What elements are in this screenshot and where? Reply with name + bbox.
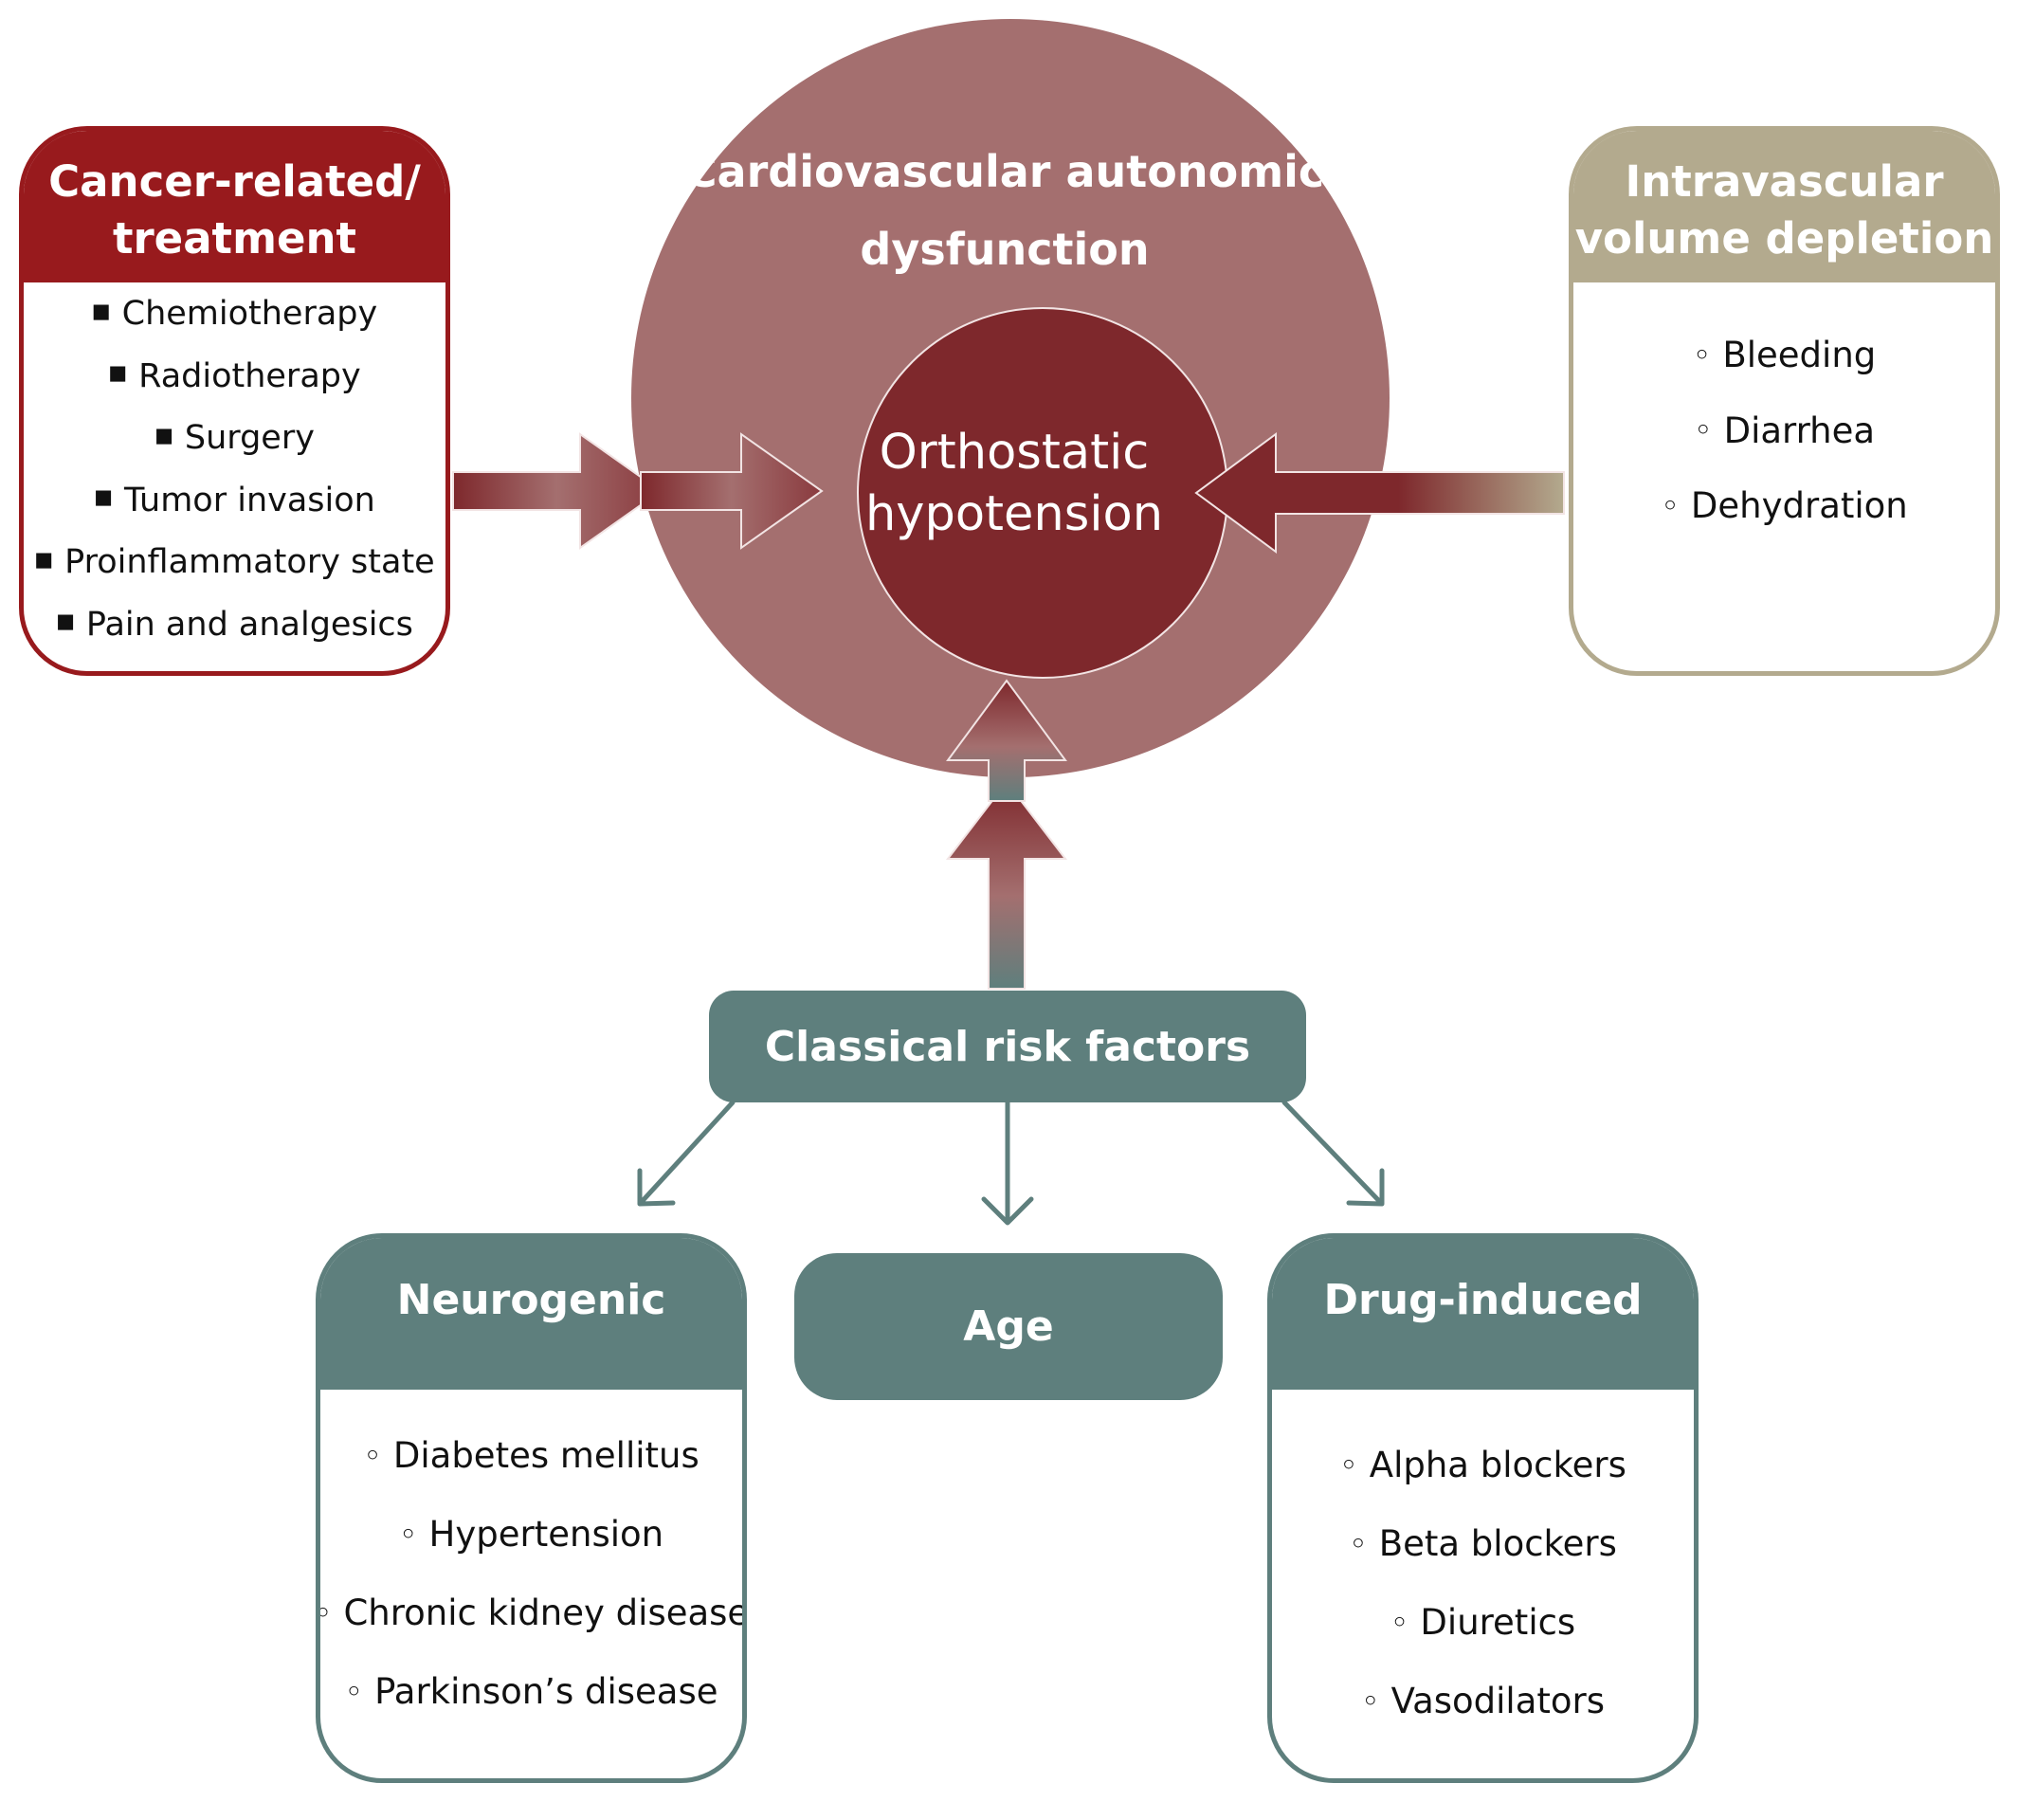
- cancer-related-list: Chemiotherapy Radiotherapy Surgery Tumor…: [24, 282, 445, 666]
- drug-induced-box: Drug-induced Alpha blockers Beta blocker…: [1267, 1233, 1699, 1783]
- branch-arrows: [637, 1100, 1385, 1226]
- cancer-related-box: Cancer-related/ treatment Chemiotherapy …: [19, 126, 450, 676]
- neurogenic-box: Neurogenic Diabetes mellitus Hypertensio…: [316, 1233, 747, 1783]
- list-item: Vasodilators: [1361, 1663, 1605, 1741]
- age-box: Age: [794, 1253, 1223, 1400]
- cancer-related-title: Cancer-related/ treatment: [24, 131, 445, 282]
- list-item: Bleeding: [1693, 318, 1876, 394]
- list-item: Pain and analgesics: [56, 594, 413, 657]
- up-arrow: [945, 679, 1068, 990]
- list-item: Diabetes mellitus: [363, 1417, 700, 1496]
- intravascular-title: Intravascular volume depletion: [1573, 131, 1995, 282]
- list-item: Beta blockers: [1349, 1505, 1617, 1584]
- list-item: Proinflammatory state: [34, 532, 435, 594]
- list-item: Chemiotherapy: [92, 283, 378, 346]
- list-item: Diarrhea: [1694, 394, 1875, 470]
- neurogenic-title: Neurogenic: [320, 1238, 742, 1390]
- list-item: Diuretics: [1390, 1584, 1575, 1663]
- neurogenic-list: Diabetes mellitus Hypertension Chronic k…: [320, 1390, 742, 1778]
- intravascular-list: Bleeding Diarrhea Dehydration: [1573, 282, 1995, 666]
- classical-risk-factors: Classical risk factors: [709, 991, 1306, 1102]
- drug-induced-title: Drug-induced: [1272, 1238, 1694, 1390]
- list-item: Radiotherapy: [108, 346, 361, 409]
- arrow-to-neurogenic: [637, 1100, 736, 1207]
- orthostatic-title: Orthostatic hypotension: [864, 425, 1164, 542]
- list-item: Hypertension: [399, 1496, 664, 1574]
- arrow-to-drug: [1281, 1100, 1385, 1207]
- right-arrow: [1194, 432, 1565, 554]
- list-item: Parkinson’s disease: [344, 1653, 718, 1732]
- list-item: Surgery: [154, 408, 315, 470]
- list-item: Tumor invasion: [94, 470, 375, 533]
- list-item: Chronic kidney disease: [320, 1574, 742, 1653]
- drug-induced-list: Alpha blockers Beta blockers Diuretics V…: [1272, 1390, 1694, 1778]
- intravascular-box: Intravascular volume depletion Bleeding …: [1569, 126, 2000, 676]
- cardiovascular-title: Cardiovascular autonomic dysfunction: [684, 146, 1325, 275]
- left-arrow: [452, 432, 824, 550]
- list-item: Alpha blockers: [1339, 1427, 1626, 1505]
- list-item: Dehydration: [1661, 469, 1908, 545]
- arrow-to-age: [981, 1100, 1034, 1226]
